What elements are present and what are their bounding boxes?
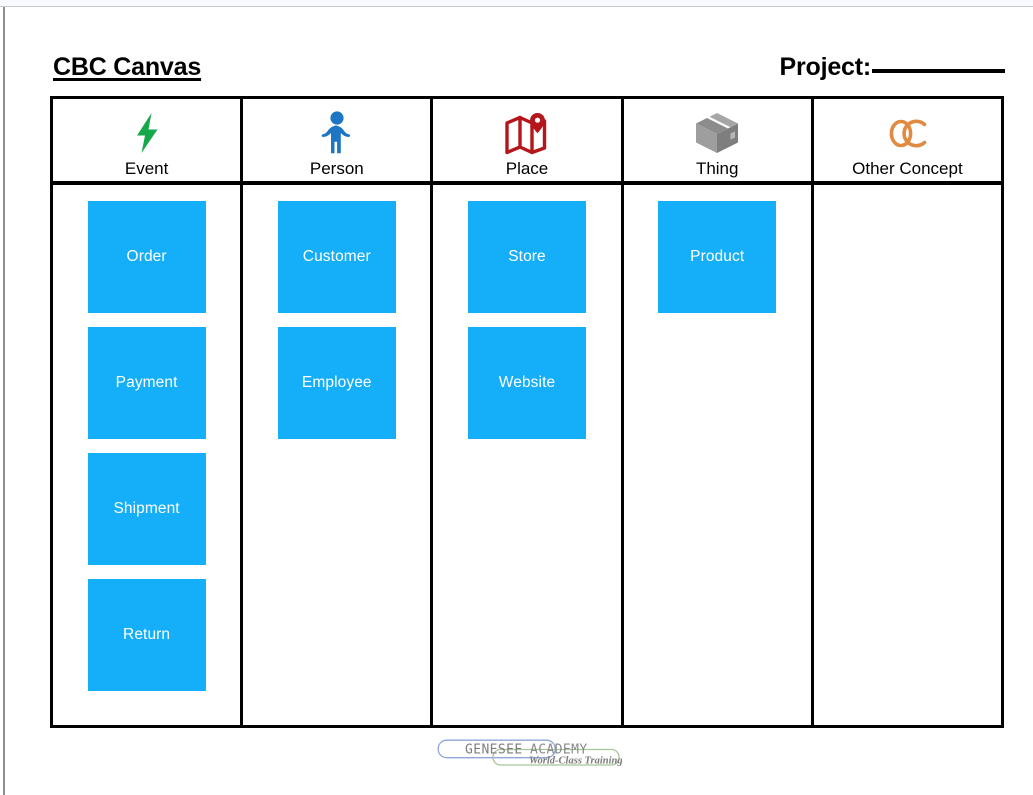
project-label: Project: — [779, 53, 872, 81]
column-body-person: Customer Employee — [243, 185, 430, 725]
sticky-note[interactable]: Website — [468, 327, 586, 439]
person-icon — [317, 108, 357, 158]
column-event: Event Order Payment Shipment Return — [53, 99, 244, 725]
project-input[interactable] — [872, 69, 1005, 73]
column-body-place: Store Website — [433, 185, 620, 725]
page-title: CBC Canvas — [53, 53, 202, 81]
cbc-canvas-grid: Event Order Payment Shipment Return Pers… — [50, 96, 1004, 728]
sticky-note[interactable]: Employee — [277, 327, 396, 439]
svg-text:World-Class Training: World-Class Training — [529, 755, 622, 766]
page-top-rule — [0, 6, 1033, 7]
sticky-note[interactable]: Customer — [277, 201, 396, 313]
oc-monogram-icon — [883, 108, 931, 158]
column-label-event: Event — [124, 159, 169, 178]
project-field: Project: — [780, 53, 1005, 82]
page-left-rule — [3, 7, 5, 795]
column-body-thing: Product — [624, 185, 811, 725]
column-thing: Thing Product — [623, 99, 814, 725]
column-header-thing: Thing — [623, 99, 811, 185]
column-header-place: Place — [433, 99, 621, 185]
column-header-event: Event — [53, 99, 241, 185]
sticky-note[interactable]: Return — [87, 579, 206, 691]
column-person: Person Customer Employee — [243, 99, 434, 725]
sticky-note[interactable]: Product — [658, 201, 777, 313]
genesee-academy-logo: GENESEE ACADEMY World-Class Training — [437, 739, 623, 769]
sticky-note[interactable]: Shipment — [87, 453, 206, 565]
page-top-band — [0, 0, 1033, 6]
column-header-person: Person — [243, 99, 431, 185]
column-label-thing: Thing — [695, 159, 739, 178]
column-body-other-concept — [814, 185, 1001, 725]
column-header-other-concept: Other Concept — [813, 99, 1002, 185]
column-label-other-concept: Other Concept — [852, 159, 963, 178]
box-icon — [694, 108, 740, 158]
map-pin-icon — [503, 108, 551, 158]
sticky-note[interactable]: Order — [87, 201, 206, 313]
lightning-bolt-icon — [132, 108, 162, 158]
column-body-event: Order Payment Shipment Return — [53, 185, 240, 725]
svg-text:ACADEMY: ACADEMY — [530, 743, 588, 758]
column-place: Place Store Website — [433, 99, 624, 725]
sticky-note[interactable]: Store — [468, 201, 586, 313]
svg-text:GENESEE: GENESEE — [465, 743, 523, 758]
column-label-place: Place — [505, 159, 549, 178]
sticky-note[interactable]: Payment — [87, 327, 206, 439]
column-label-person: Person — [309, 159, 364, 178]
column-other-concept: Other Concept — [813, 99, 1002, 725]
